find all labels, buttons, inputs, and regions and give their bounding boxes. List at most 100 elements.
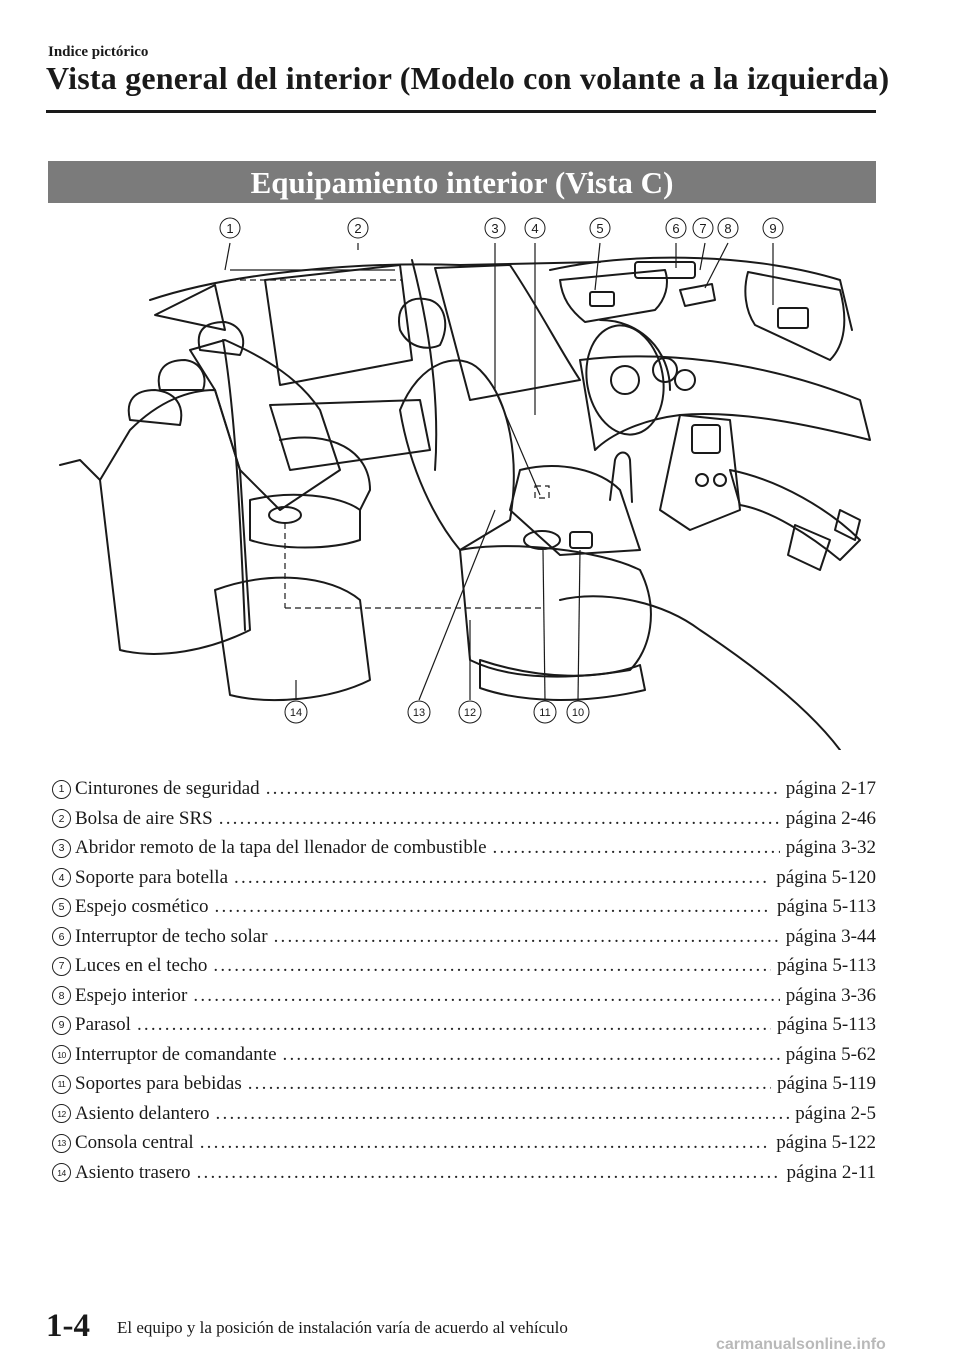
item-label: Soporte para botella — [75, 866, 229, 888]
item-number: 13 — [52, 1133, 71, 1153]
item-number: 11 — [52, 1074, 71, 1094]
dot-leader — [493, 837, 780, 859]
item-number: 5 — [52, 897, 71, 917]
watermark: carmanualsonline.info — [716, 1336, 886, 1353]
rear-headrest-right — [197, 321, 245, 356]
dot-leader — [216, 1103, 790, 1125]
callout-6: 6 — [665, 217, 687, 239]
dot-leader — [137, 1014, 771, 1036]
rear-headrest-center — [157, 359, 206, 391]
front-floor — [559, 595, 841, 750]
dot-leader — [283, 1044, 780, 1066]
callout-8: 8 — [717, 217, 739, 239]
dot-leader — [234, 867, 770, 889]
callout-1: 1 — [219, 217, 241, 239]
svg-text:8: 8 — [724, 221, 731, 236]
rearview-mirror — [679, 283, 716, 307]
item-number: 4 — [52, 868, 71, 887]
item-number: 8 — [52, 986, 71, 1005]
item-label: Consola central — [75, 1132, 194, 1153]
page-number: 1-4 — [46, 1308, 90, 1344]
front-door-window — [434, 264, 581, 401]
windshield-top — [549, 256, 853, 331]
dot-leader — [274, 926, 780, 948]
left-sunvisor — [559, 269, 668, 323]
item-label: Abridor remoto de la tapa del llenador d… — [75, 837, 487, 858]
front-seat-cushion — [459, 545, 652, 678]
svg-text:1: 1 — [226, 221, 233, 236]
dot-leader — [219, 808, 780, 830]
svg-text:2: 2 — [354, 221, 361, 236]
dot-leader — [266, 778, 780, 800]
item-page-ref: página 2-46 — [785, 807, 876, 829]
item-page-ref: página 3-44 — [785, 925, 876, 947]
item-label: Espejo cosmético — [75, 896, 209, 917]
item-page-ref: página 5-119 — [776, 1073, 876, 1094]
svg-text:9: 9 — [769, 221, 776, 236]
svg-text:3: 3 — [491, 221, 498, 236]
svg-text:4: 4 — [531, 221, 538, 236]
item-page-ref: página 2-17 — [785, 778, 876, 799]
seatbelt — [222, 339, 246, 631]
callout-9: 9 — [762, 217, 784, 239]
svg-text:10: 10 — [572, 707, 584, 719]
car-left-edge — [59, 459, 101, 481]
item-label: Espejo interior — [75, 984, 188, 1006]
callout-5: 5 — [589, 217, 611, 239]
callout-14: 14 — [284, 700, 308, 724]
rear-cupholder — [268, 506, 302, 524]
item-number: 7 — [52, 956, 71, 976]
svg-text:13: 13 — [413, 707, 425, 719]
glovebox — [729, 469, 861, 561]
item-label: Cinturones de seguridad — [75, 778, 260, 799]
vanity-mirror-left — [589, 291, 615, 307]
front-headrest — [398, 297, 447, 349]
item-page-ref: página 5-122 — [776, 1132, 876, 1153]
item-page-ref: página 5-62 — [785, 1043, 876, 1065]
item-page-ref: página 2-5 — [795, 1102, 876, 1124]
center-display — [691, 424, 721, 454]
rear-seatback-right — [189, 339, 341, 511]
item-number: 3 — [52, 838, 71, 858]
item-label: Bolsa de aire SRS — [75, 807, 213, 829]
front-cupholder — [523, 530, 561, 550]
dot-leader — [215, 896, 771, 918]
item-number: 6 — [52, 927, 71, 946]
rear-seat-side — [279, 436, 371, 511]
item-label: Interruptor de techo solar — [75, 925, 268, 947]
callout-12: 12 — [458, 700, 482, 724]
item-number: 9 — [52, 1015, 71, 1035]
dot-leader — [200, 1132, 771, 1154]
callout-3: 3 — [484, 217, 506, 239]
callout-10: 10 — [566, 700, 590, 724]
dot-leader — [248, 1073, 771, 1095]
page-title: Vista general del interior (Modelo con v… — [46, 60, 890, 96]
item-label: Soportes para bebidas — [75, 1073, 242, 1094]
dot-leader — [193, 985, 779, 1007]
steering-wheel — [585, 324, 665, 436]
dot-leader — [197, 1162, 781, 1184]
commander-switch — [569, 531, 593, 549]
item-label: Parasol — [75, 1014, 131, 1035]
center-console — [509, 465, 641, 556]
section-label: Indice pictórico — [48, 44, 149, 60]
item-page-ref: página 5-113 — [776, 1014, 876, 1035]
svg-text:5: 5 — [596, 221, 603, 236]
item-page-ref: página 2-11 — [786, 1161, 876, 1183]
item-label: Luces en el techo — [75, 955, 208, 976]
footer-note: El equipo y la posición de instalación v… — [117, 1318, 568, 1337]
item-label: Interruptor de comandante — [75, 1043, 277, 1065]
title-divider — [46, 110, 876, 113]
